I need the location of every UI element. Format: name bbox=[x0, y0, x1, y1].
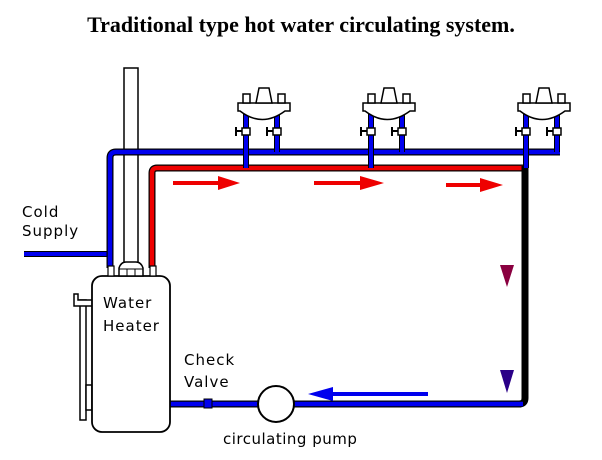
hot-supply-pipe bbox=[148, 164, 525, 268]
return-riser-pipe bbox=[518, 166, 529, 408]
faucet-icon bbox=[517, 87, 571, 121]
cold-supply-label-line1: Cold bbox=[22, 203, 59, 221]
shutoff-valve-icon bbox=[515, 127, 562, 136]
cold-supply-pipe bbox=[24, 148, 560, 268]
cold-supply-label-line2: Supply bbox=[22, 222, 79, 240]
faucet-icon bbox=[237, 87, 291, 121]
fixture-2 bbox=[360, 87, 416, 168]
flue-vent-pipe bbox=[123, 67, 139, 265]
fixture-3 bbox=[515, 87, 571, 168]
check-valve-label-line2: Valve bbox=[184, 373, 230, 391]
shutoff-valve-icon bbox=[360, 127, 407, 136]
shutoff-valve-icon bbox=[235, 127, 282, 136]
circulating-pump-label: circulating pump bbox=[223, 430, 357, 448]
thermostat-icon bbox=[73, 293, 95, 307]
check-valve-label-line1: Check bbox=[184, 351, 235, 369]
hot-flow-arrow-3 bbox=[446, 178, 503, 192]
diagram-title: Traditional type hot water circulating s… bbox=[87, 12, 515, 37]
water-heater-label-line2: Heater bbox=[103, 317, 160, 335]
circulating-pump-icon bbox=[257, 385, 295, 423]
hot-flow-arrow-1 bbox=[173, 176, 240, 190]
water-heater-label-line1: Water bbox=[103, 294, 152, 312]
hot-flow-arrow-2 bbox=[314, 176, 384, 190]
riser-flow-arrow-2 bbox=[500, 330, 514, 393]
gas-control-pipe bbox=[79, 299, 87, 421]
fixture-1 bbox=[235, 87, 291, 168]
faucet-icon bbox=[362, 87, 416, 121]
return-flow-arrow bbox=[308, 387, 428, 401]
riser-flow-arrow-1 bbox=[500, 216, 514, 287]
water-heater bbox=[73, 261, 171, 433]
check-valve-icon bbox=[203, 398, 213, 409]
